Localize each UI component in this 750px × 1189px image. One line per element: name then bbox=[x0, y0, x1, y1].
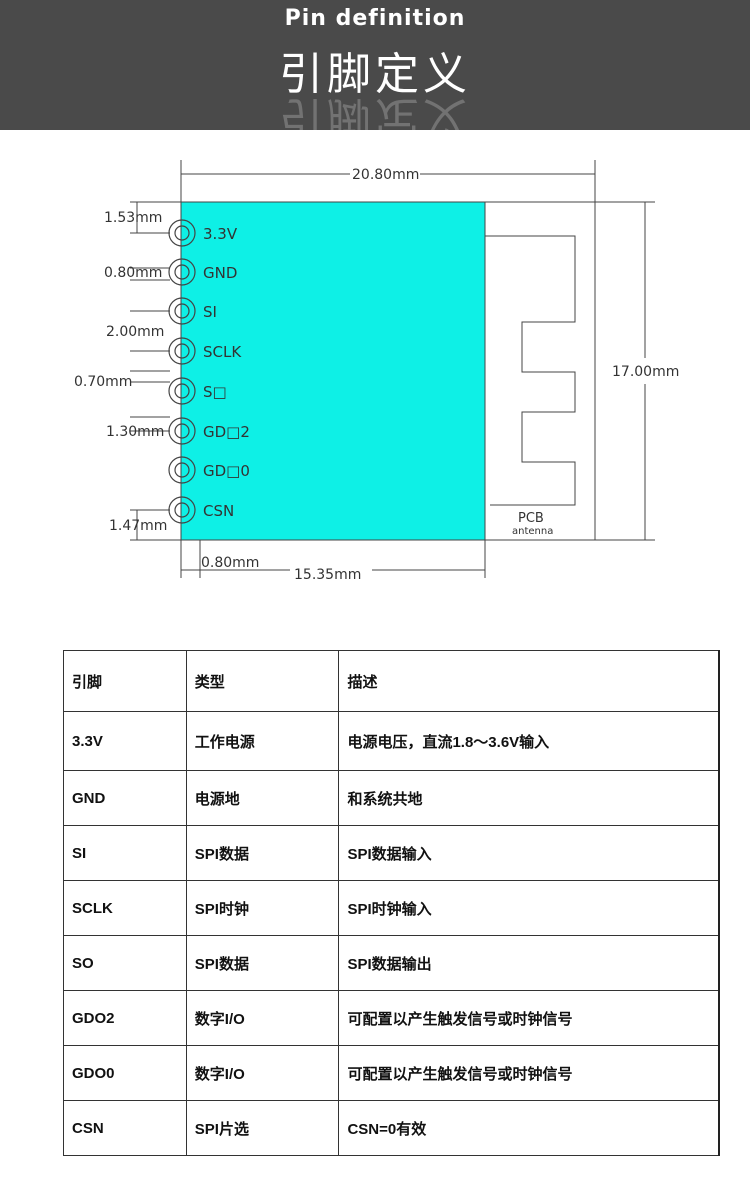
title-en: Pin definition bbox=[284, 6, 466, 31]
table-row: CSN SPI片选 CSN=0有效 bbox=[63, 1100, 720, 1156]
table-row: GND 电源地 和系统共地 bbox=[63, 770, 720, 826]
pin-pad bbox=[168, 456, 196, 484]
section-header: Pin definition 引脚定义 引脚定义 bbox=[0, 0, 750, 130]
pin-pad bbox=[168, 258, 196, 286]
table-row: GDO2 数字I/O 可配置以产生触发信号或时钟信号 bbox=[63, 990, 720, 1046]
dim-pitch-top: 1.53mm bbox=[104, 210, 162, 226]
pin-pad bbox=[168, 219, 196, 247]
dim-hole: 0.70mm bbox=[74, 374, 132, 390]
dim-spacing: 2.00mm bbox=[106, 324, 164, 340]
cell-desc: CSN=0有效 bbox=[338, 1100, 720, 1156]
dim-pad: 0.80mm bbox=[104, 265, 162, 281]
dim-offset: 0.80mm bbox=[201, 555, 259, 571]
pin-label: S□ bbox=[203, 383, 227, 401]
dim-body: 15.35mm bbox=[294, 567, 361, 583]
cell-desc: SPI数据输出 bbox=[338, 935, 720, 991]
cell-type: 数字I/O bbox=[185, 1045, 340, 1101]
cell-pin: SI bbox=[63, 825, 187, 881]
cell-pin: SCLK bbox=[63, 880, 187, 936]
pin-pad bbox=[168, 377, 196, 405]
cell-pin: GDO2 bbox=[63, 990, 187, 1046]
cell-desc: SPI数据输入 bbox=[338, 825, 720, 881]
title-zh: 引脚定义 bbox=[279, 49, 471, 100]
cell-desc: 可配置以产生触发信号或时钟信号 bbox=[338, 1045, 720, 1101]
cell-type: SPI数据 bbox=[185, 825, 340, 881]
header-type: 类型 bbox=[185, 650, 340, 712]
cell-desc: 电源电压，直流1.8～3.6V输入 bbox=[338, 711, 720, 771]
module-body bbox=[180, 201, 486, 541]
pin-label: GD□2 bbox=[203, 423, 250, 441]
cell-type: 数字I/O bbox=[185, 990, 340, 1046]
header-pin: 引脚 bbox=[63, 650, 187, 712]
pin-label: SI bbox=[203, 303, 217, 321]
pin-pad bbox=[168, 337, 196, 365]
cell-pin: GDO0 bbox=[63, 1045, 187, 1101]
pin-label: 3.3V bbox=[203, 225, 238, 243]
table-row: SI SPI数据 SPI数据输入 bbox=[63, 825, 720, 881]
table-row: SO SPI数据 SPI数据输出 bbox=[63, 935, 720, 991]
cell-desc: 可配置以产生触发信号或时钟信号 bbox=[338, 990, 720, 1046]
dim-gdo: 1.30mm bbox=[106, 424, 164, 440]
module-dimension-drawing: 3.3V GND SI SCLK S□ GD□2 GD□0 CSN 20.80m… bbox=[74, 160, 679, 583]
header-desc: 描述 bbox=[338, 650, 720, 712]
title-zh-reflection: 引脚定义 bbox=[279, 92, 471, 130]
table-row: 3.3V 工作电源 电源电压，直流1.8～3.6V输入 bbox=[63, 711, 720, 771]
cell-desc: SPI时钟输入 bbox=[338, 880, 720, 936]
table-header-row: 引脚 类型 描述 bbox=[63, 650, 720, 712]
pcb-label: PCB bbox=[518, 511, 544, 526]
pin-pads bbox=[168, 219, 196, 524]
cell-type: SPI片选 bbox=[185, 1100, 340, 1156]
pin-label: CSN bbox=[203, 502, 234, 520]
cell-pin: 3.3V bbox=[63, 711, 187, 771]
pin-label: GND bbox=[203, 264, 237, 282]
table-row: GDO0 数字I/O 可配置以产生触发信号或时钟信号 bbox=[63, 1045, 720, 1101]
cell-type: 工作电源 bbox=[185, 711, 340, 771]
dim-height: 17.00mm bbox=[612, 364, 679, 380]
dim-bottom: 1.47mm bbox=[109, 518, 167, 534]
pin-pad bbox=[168, 297, 196, 325]
dim-width: 20.80mm bbox=[352, 167, 419, 183]
pcb-antenna-trace bbox=[485, 235, 576, 506]
pin-label: GD□0 bbox=[203, 462, 250, 480]
cell-pin: CSN bbox=[63, 1100, 187, 1156]
cell-type: SPI数据 bbox=[185, 935, 340, 991]
cell-type: 电源地 bbox=[185, 770, 340, 826]
pin-label: SCLK bbox=[203, 343, 242, 361]
antenna-label: antenna bbox=[512, 526, 553, 537]
table-row: SCLK SPI时钟 SPI时钟输入 bbox=[63, 880, 720, 936]
pin-definition-table: 引脚 类型 描述 3.3V 工作电源 电源电压，直流1.8～3.6V输入 GND… bbox=[63, 650, 720, 1156]
pin-pad bbox=[168, 417, 196, 445]
cell-type: SPI时钟 bbox=[185, 880, 340, 936]
cell-pin: SO bbox=[63, 935, 187, 991]
pin-pad bbox=[168, 496, 196, 524]
cell-desc: 和系统共地 bbox=[338, 770, 720, 826]
cell-pin: GND bbox=[63, 770, 187, 826]
